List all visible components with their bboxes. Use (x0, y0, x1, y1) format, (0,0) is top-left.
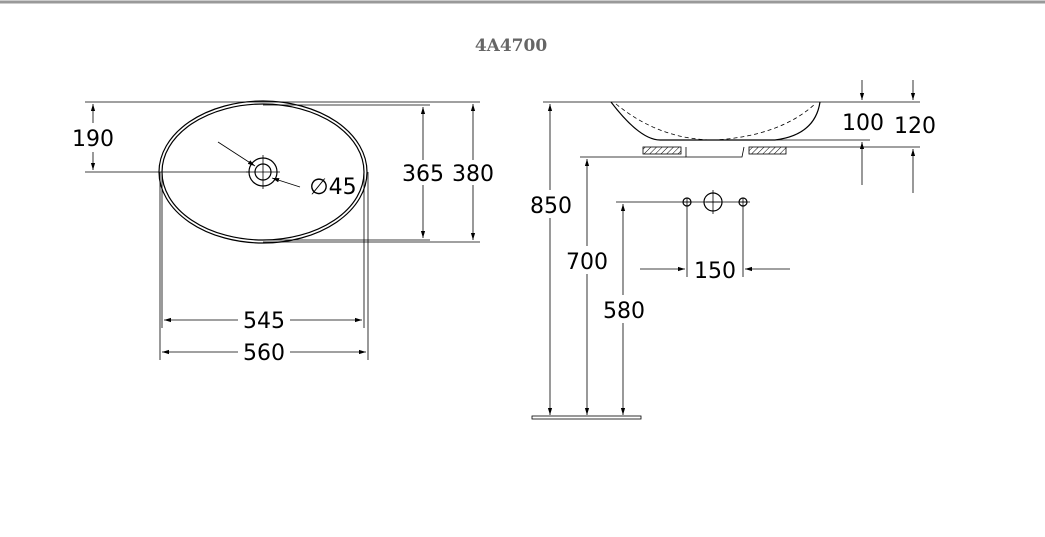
countertop-left (642, 146, 682, 155)
bowl-outline (610, 101, 821, 141)
floor-line (531, 415, 642, 420)
dim-total-height: 120 (894, 114, 936, 139)
dim-counter-height: 700 (566, 250, 608, 275)
dim-inner-depth: 365 (402, 162, 444, 187)
dim-outer-width: 560 (243, 341, 285, 366)
top-view: 190 ∅45 365 380 545 560 (72, 100, 494, 366)
countertop-right (748, 146, 787, 155)
dim-rim-height: 850 (530, 194, 572, 219)
side-view: 150 100 120 850 700 580 (530, 80, 936, 420)
drawing-title: 4A4700 (475, 36, 548, 56)
dim-outer-depth: 380 (452, 162, 494, 187)
drain-symbol (246, 155, 280, 189)
dim-supply-spacing: 150 (694, 259, 736, 284)
dim-bowl-height: 100 (842, 111, 884, 136)
dim-drain-diameter: ∅45 (309, 175, 356, 200)
bowl-inner-hidden-line (615, 103, 816, 141)
dim-supply-height: 580 (603, 299, 645, 324)
dim-drain-offset: 190 (72, 127, 114, 152)
dim-inner-width: 545 (243, 309, 285, 334)
